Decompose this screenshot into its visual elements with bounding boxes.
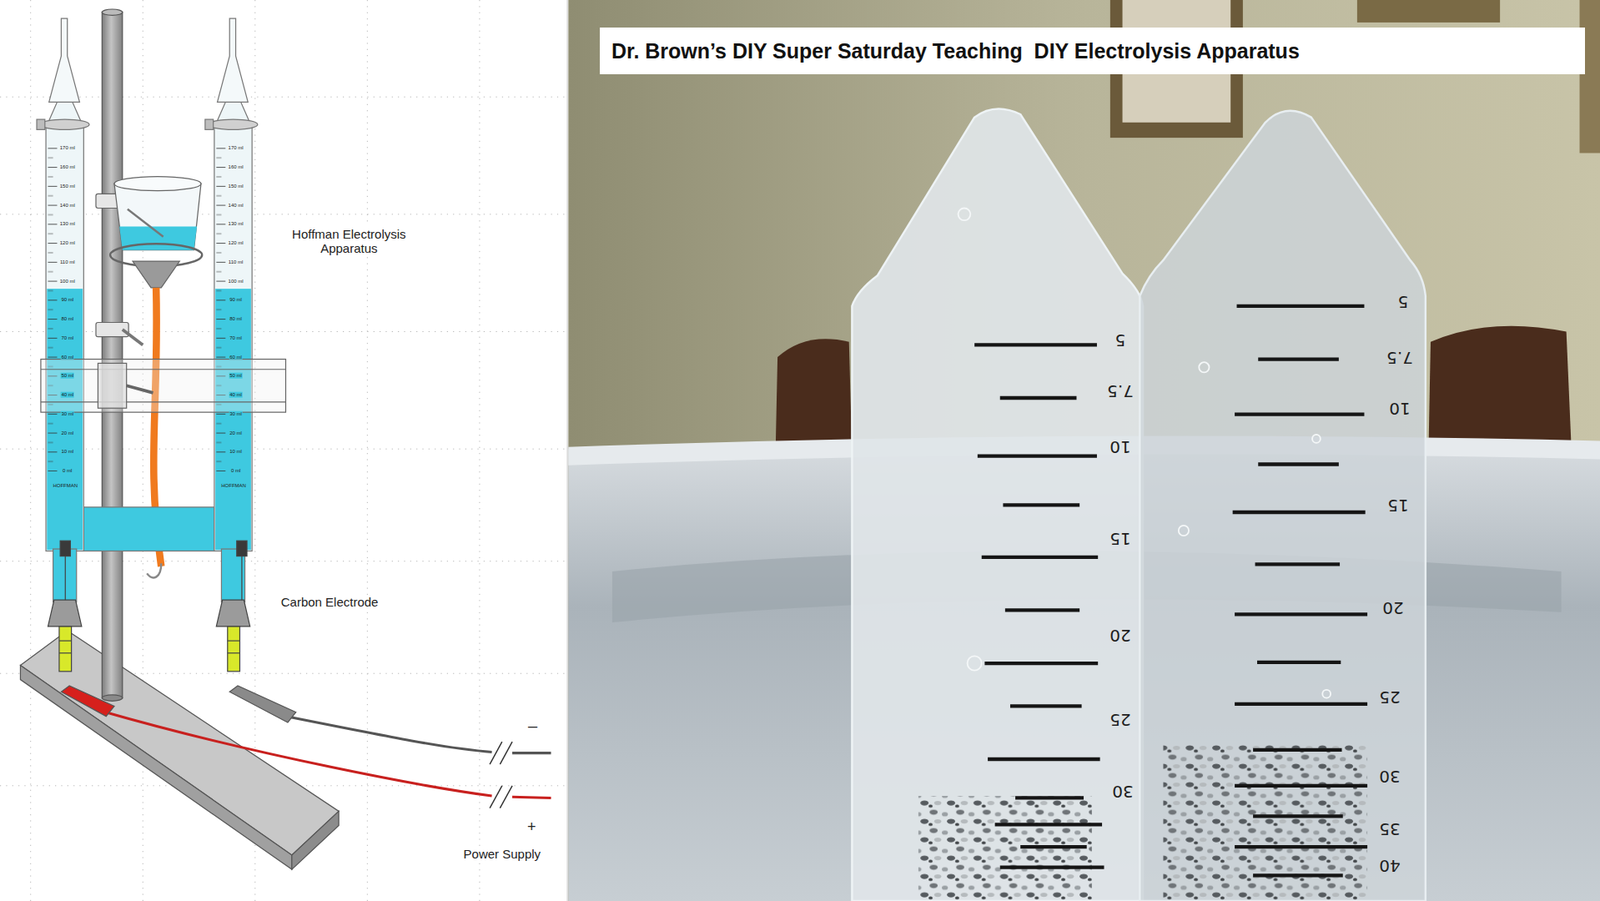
graduation-number: 30	[1378, 765, 1400, 785]
scale-mark: 110 ml	[227, 259, 245, 266]
graduation-number: 15	[1387, 495, 1409, 515]
graduation-number: 20	[1109, 624, 1131, 645]
diagram-panel	[0, 0, 568, 901]
scale-mark: 80 ml	[228, 316, 243, 323]
graduation-number: 5	[1115, 330, 1127, 350]
scale-mark: 150 ml	[227, 183, 245, 190]
graduation-number: 7.5	[1386, 347, 1414, 368]
graduation-number: 25	[1109, 709, 1131, 730]
scale-mark: 130 ml	[227, 221, 245, 227]
electrodes	[47, 540, 250, 672]
scale-mark: 140 ml	[59, 201, 76, 208]
part-label: –	[526, 715, 539, 735]
scale-mark: 70 ml	[60, 335, 75, 342]
scale-mark: 100 ml	[59, 277, 76, 284]
graduation-number: 30	[1111, 780, 1133, 800]
scale-mark: 110 ml	[59, 259, 76, 266]
scale-mark: 170 ml	[59, 145, 76, 151]
scale-mark: 120 ml	[227, 240, 245, 247]
graduation-number: 40	[1378, 855, 1400, 876]
scale-mark: 60 ml	[228, 353, 243, 360]
scale-mark: 70 ml	[228, 335, 243, 342]
scale-mark: 30 ml	[60, 411, 75, 418]
scale-mark: 90 ml	[228, 296, 243, 303]
graduation-number: 15	[1109, 528, 1131, 548]
dotted-grid	[0, 0, 568, 901]
part-label: Hoffman Electrolysis Apparatus	[283, 225, 414, 257]
graduation-lines	[974, 306, 1368, 876]
scale-mark: 80 ml	[60, 316, 75, 323]
scale-mark: HOFFMAN	[51, 483, 79, 489]
wires	[60, 685, 551, 809]
scale-mark: 160 ml	[59, 164, 76, 171]
scale-mark: 60 ml	[60, 353, 75, 360]
scale-mark: 50 ml	[60, 372, 75, 379]
scale-mark: 50 ml	[228, 372, 243, 379]
scale-mark: 160 ml	[227, 164, 245, 171]
graduation-number: 20	[1382, 597, 1404, 617]
scale-mark: 130 ml	[59, 221, 76, 227]
scale-mark: 10 ml	[228, 448, 243, 455]
scale-mark: 170 ml	[227, 145, 245, 151]
part-label: Carbon Electrode	[279, 594, 381, 609]
scale-mark: 40 ml	[60, 392, 75, 398]
graduation-number: 5	[1398, 291, 1409, 311]
title: Dr. Brown’s DIY Super Saturday Teaching …	[611, 27, 1585, 75]
clamp-bar	[40, 359, 287, 413]
graduation-number: 10	[1389, 398, 1411, 418]
scale-mark: 120 ml	[59, 240, 76, 247]
graduation-number: 7.5	[1106, 381, 1134, 401]
part-label: +	[525, 817, 539, 836]
scale-mark: 140 ml	[227, 201, 245, 208]
scale-mark: 100 ml	[227, 277, 245, 284]
scale-mark: 30 ml	[228, 411, 243, 418]
photo	[568, 0, 1600, 901]
scale-mark: 10 ml	[60, 448, 75, 455]
scale-mark: 0 ml	[61, 467, 73, 474]
scale-mark: 0 ml	[230, 467, 242, 474]
hoffman-tubes	[0, 18, 307, 603]
scale-mark: 150 ml	[59, 183, 76, 190]
graduation-number: 35	[1378, 819, 1400, 839]
scale-mark: 90 ml	[60, 296, 75, 303]
scale-mark: 40 ml	[228, 392, 243, 398]
part-label: Power Supply	[462, 846, 544, 861]
scale-mark: HOFFMAN	[220, 483, 247, 489]
title-box: Dr. Brown’s DIY Super Saturday Teaching …	[599, 27, 1585, 75]
graduation-number: 10	[1109, 436, 1131, 456]
scale-mark: 20 ml	[228, 429, 243, 436]
scale-mark: 20 ml	[60, 429, 75, 436]
graduation-number: 25	[1378, 687, 1400, 707]
